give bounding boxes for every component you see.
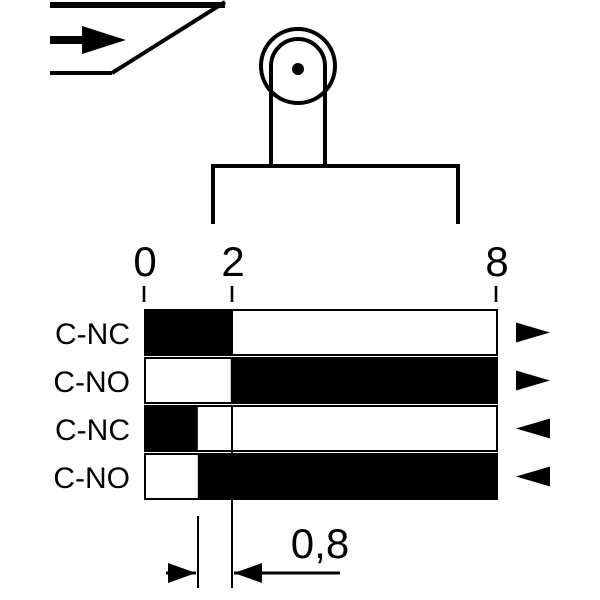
contact-closed-segment: [145, 406, 198, 451]
arrow-right-icon: [516, 322, 550, 343]
contact-bar-frame: [144, 357, 498, 404]
contact-bar-frame: [144, 453, 498, 500]
contact-label: C-NO: [53, 366, 130, 399]
contact-row: C-NO: [53, 453, 550, 500]
tick-label-8: 8: [485, 238, 508, 285]
contact-label: C-NC: [55, 414, 130, 447]
roller-actuator-icon: [211, 27, 460, 224]
contact-row: C-NO: [53, 357, 550, 404]
differential-dimension: 0,8: [166, 406, 349, 588]
contact-row: C-NC: [55, 309, 550, 356]
contact-row: C-NC: [55, 405, 550, 452]
tick-label-0: 0: [133, 238, 156, 285]
differential-label: 0,8: [291, 520, 349, 567]
contact-label: C-NO: [53, 462, 130, 495]
contact-closed-segment: [230, 358, 498, 403]
arrow-left-icon: [516, 466, 550, 487]
contact-bar-frame: [144, 309, 498, 356]
contact-closed-segment: [197, 454, 498, 499]
arrow-right-icon: [516, 370, 550, 391]
tick-label-2: 2: [221, 238, 244, 285]
arrow-left-icon: [516, 418, 550, 439]
contact-label: C-NC: [55, 318, 130, 351]
actuation-arrow-icon: [50, 0, 227, 75]
contact-bar-frame: [144, 405, 498, 452]
scale-ticks: 0 2 8: [133, 238, 509, 302]
contact-rows: C-NC C-NO C-NC C-NO: [53, 309, 550, 500]
dimension-arrow-right-icon: [168, 563, 196, 583]
dimension-arrow-left-icon: [234, 563, 262, 583]
contact-closed-segment: [145, 310, 233, 355]
